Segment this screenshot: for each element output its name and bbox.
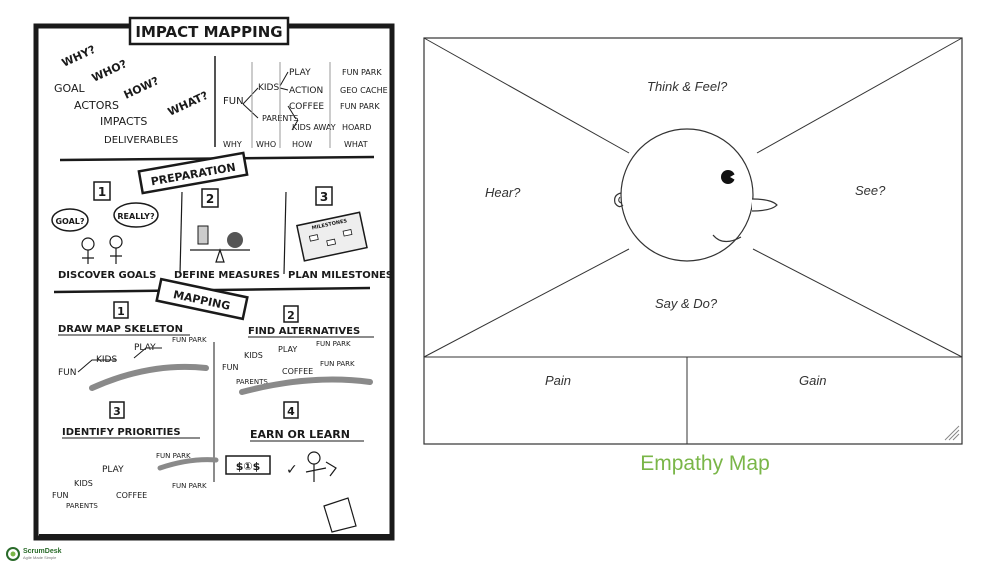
prep-step-1-label: DISCOVER GOALS xyxy=(58,270,156,281)
prio-actor-parents: PARENTS xyxy=(66,502,98,510)
tree-impact-kids-away: KIDS AWAY xyxy=(292,123,336,132)
tree-deliverable-4: HOARD xyxy=(342,123,371,132)
tree-actor-kids: KIDS xyxy=(258,83,279,93)
map-step-1-num: 1 xyxy=(117,305,125,318)
alt-deliverable-1: FUN PARK xyxy=(316,340,351,348)
tree-deliverable-3: FUN PARK xyxy=(340,102,380,111)
map-step-2-label: FIND ALTERNATIVES xyxy=(248,326,360,337)
tree-impact-coffee: COFFEE xyxy=(289,102,324,112)
prio-deliverable-2: FUN PARK xyxy=(172,482,207,490)
tree-impact-play: PLAY xyxy=(289,68,311,78)
bubble-goal: GOAL? xyxy=(55,217,84,226)
check-icon: ✓ xyxy=(286,462,298,478)
map-step-4-num: 4 xyxy=(287,405,295,418)
scrumdesk-logo: ScrumDesk Agile Made Simple xyxy=(6,547,62,561)
think-feel-label: Think & Feel? xyxy=(647,79,728,94)
prep-step-2-num: 2 xyxy=(206,192,214,206)
alt-root: FUN xyxy=(222,363,238,372)
prio-impact-coffee: COFFEE xyxy=(116,491,147,500)
prep-step-1-num: 1 xyxy=(98,185,106,199)
skeleton-actor: KIDS xyxy=(96,355,117,365)
money-icon: $①$ xyxy=(236,460,261,473)
alt-actor-parents: PARENTS xyxy=(236,378,268,386)
prio-deliverable-1: FUN PARK xyxy=(156,452,191,460)
question-why: WHY? xyxy=(60,43,98,70)
prep-step-3-num: 3 xyxy=(320,190,328,204)
term-deliverables: DELIVERABLES xyxy=(104,135,178,146)
tree-root: FUN xyxy=(223,96,244,107)
alt-impact-coffee: COFFEE xyxy=(282,367,313,376)
alt-impact-play: PLAY xyxy=(278,345,297,354)
map-step-1-label: DRAW MAP SKELETON xyxy=(58,324,183,335)
sketch-title: IMPACT MAPPING xyxy=(135,23,282,41)
logo-name: ScrumDesk xyxy=(23,548,62,555)
prio-impact-play: PLAY xyxy=(102,465,124,475)
question-how: HOW? xyxy=(122,74,161,101)
term-goal: GOAL xyxy=(54,82,86,95)
map-step-4-label: EARN OR LEARN xyxy=(250,428,350,441)
column-why: WHY xyxy=(223,140,242,149)
column-what: WHAT xyxy=(344,140,368,149)
prep-step-3-label: PLAN MILESTONES xyxy=(288,270,393,281)
sketch-drawing: IMPACT MAPPING WHY? WHO? HOW? WHAT? GOAL… xyxy=(33,16,395,541)
term-impacts: IMPACTS xyxy=(100,115,147,128)
prep-step-2-label: DEFINE MEASURES xyxy=(174,270,280,281)
question-what: WHAT? xyxy=(166,89,210,119)
column-who: WHO xyxy=(256,140,276,149)
map-step-3-num: 3 xyxy=(113,405,121,418)
alt-actor-kids: KIDS xyxy=(244,351,263,360)
logo-tagline: Agile Made Simple xyxy=(23,555,57,560)
empathy-map-caption: Empathy Map xyxy=(640,452,770,475)
gain-label: Gain xyxy=(799,373,827,388)
see-label: See? xyxy=(855,183,886,198)
term-actors: ACTORS xyxy=(74,99,119,112)
alt-deliverable-2: FUN PARK xyxy=(320,360,355,368)
tree-impact-action: ACTION xyxy=(289,86,323,96)
prio-actor-kids: KIDS xyxy=(74,479,93,488)
tree-deliverable-2: GEO CACHE xyxy=(340,86,388,95)
skeleton-impact: PLAY xyxy=(134,343,156,353)
prio-root: FUN xyxy=(52,491,68,500)
map-step-2-num: 2 xyxy=(287,309,295,322)
hear-label: Hear? xyxy=(485,185,521,200)
eye-icon xyxy=(721,170,735,184)
bubble-really: REALLY? xyxy=(117,212,155,221)
pain-label: Pain xyxy=(545,373,572,388)
question-who: WHO? xyxy=(90,57,129,84)
tree-deliverable-1: FUN PARK xyxy=(342,68,382,77)
logo-icon xyxy=(6,547,20,561)
say-do-label: Say & Do? xyxy=(655,296,718,311)
map-step-3-label: IDENTIFY PRIORITIES xyxy=(62,427,181,438)
column-how: HOW xyxy=(292,140,312,149)
empathy-map: Think & Feel? Hear? See? Say & Do? Pain … xyxy=(423,37,963,445)
skeleton-root: FUN xyxy=(58,368,77,378)
impact-mapping-sketch: IMPACT MAPPING WHY? WHO? HOW? WHAT? GOAL… xyxy=(30,12,402,542)
empathy-map-drawing xyxy=(423,37,963,445)
skeleton-deliverable: FUN PARK xyxy=(172,336,207,344)
